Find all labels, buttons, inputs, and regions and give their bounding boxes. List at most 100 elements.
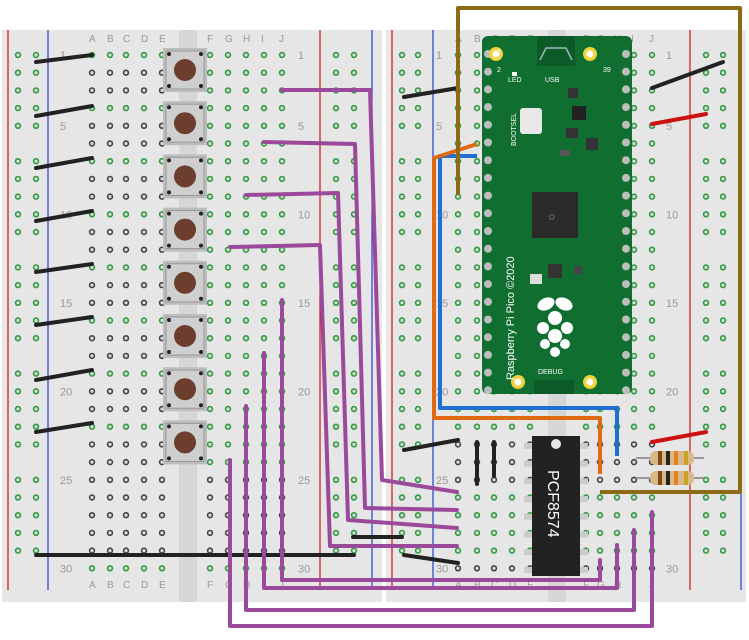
row-label: 10 [436,209,448,221]
column-letter: D [509,580,516,591]
row-label: 1 [666,50,672,62]
pico-pin [622,244,630,253]
column-letter: C [491,580,498,591]
row-label: 30 [298,563,310,575]
row-label: 15 [60,298,72,310]
column-letter: A [89,580,96,591]
column-letter: E [527,580,534,591]
led [512,72,517,76]
pico-pin [622,85,630,94]
chip-pins [524,443,588,573]
pico-pin [484,191,492,200]
push-button [163,154,207,199]
row-label: 10 [298,209,310,221]
pico-pin [484,350,492,359]
row-label: 5 [666,121,672,133]
row-label: 20 [666,386,678,398]
pico-pin [622,209,630,218]
row-label: 15 [298,298,310,310]
pin-1-label: 1 [497,49,501,56]
row-label: 30 [436,563,448,575]
pico-board: USB LED 2 1 39 BOOTSEL ✿ [482,36,632,395]
pico-pin [484,85,492,94]
column-letter: G [225,34,233,45]
row-label: 1 [60,50,66,62]
column-letter: J [279,34,284,45]
bootsel-button [520,108,542,134]
pico-pin [622,173,630,182]
row-label: 20 [436,386,448,398]
pico-pin [622,156,630,165]
column-letter: D [141,580,148,591]
column-letter: B [107,34,114,45]
push-button [163,367,207,412]
pico-pin [622,386,630,395]
row-label: 15 [666,298,678,310]
column-letter: G [597,580,605,591]
pico-pin [484,156,492,165]
pico-pin [622,262,630,271]
column-letter: E [159,580,166,591]
pico-pin [622,297,630,306]
brown-wire [456,6,742,494]
push-button [163,101,207,146]
row-label: 30 [60,563,72,575]
row-label: 1 [436,50,442,62]
pico-pin [484,315,492,324]
column-letter: C [123,34,130,45]
black-wires [34,53,725,565]
pico-pin [484,386,492,395]
usb-label: USB [545,77,560,84]
column-letter: J [649,34,654,45]
usb-connector [537,36,575,66]
column-letter: D [141,34,148,45]
pico-pin [484,368,492,377]
pico-pin [622,138,630,147]
pico-pin [484,103,492,112]
column-letter: A [89,34,96,45]
rp2040-chip [532,192,578,238]
push-button [163,48,207,92]
column-letter: I [631,34,634,45]
push-button [163,207,207,252]
raspberry-icon: ✿ [548,212,556,222]
pico-pins [484,50,630,395]
pico-pin [622,103,630,112]
row-label: 1 [298,50,304,62]
column-letter: A [455,580,462,591]
orange-wire [432,142,602,474]
pico-pin [622,280,630,289]
row-label: 25 [298,475,310,487]
pico-pin [484,173,492,182]
debug-label: DEBUG [538,369,563,376]
pico-pin [622,368,630,377]
row-label: 20 [298,386,310,398]
pico-pin [622,227,630,235]
row-label: 5 [60,121,66,133]
board-name: Raspberry Pi Pico ©2020 [505,256,517,380]
pico-pin [484,262,492,271]
blue-wire [438,154,619,456]
row-label: 15 [436,298,448,310]
push-button [163,314,207,358]
column-letter: F [207,580,213,591]
pico-pin [484,67,492,76]
row-label: 5 [298,121,304,133]
column-letter: J [279,580,284,591]
pico-pin [484,209,492,218]
column-letter: B [474,580,481,591]
pico-pin [484,333,492,342]
column-letter: I [261,34,264,45]
push-button [163,260,207,305]
row-label: 25 [436,475,448,487]
push-button [163,420,207,465]
pico-pin [622,67,630,76]
push-buttons [163,48,207,465]
pico-pin [622,333,630,342]
bootsel-label: BOOTSEL [511,113,518,146]
column-letter: B [107,580,114,591]
pico-pin [484,244,492,253]
pico-pin [484,138,492,147]
pico-pin [622,191,630,200]
raspberry-logo [537,297,573,357]
